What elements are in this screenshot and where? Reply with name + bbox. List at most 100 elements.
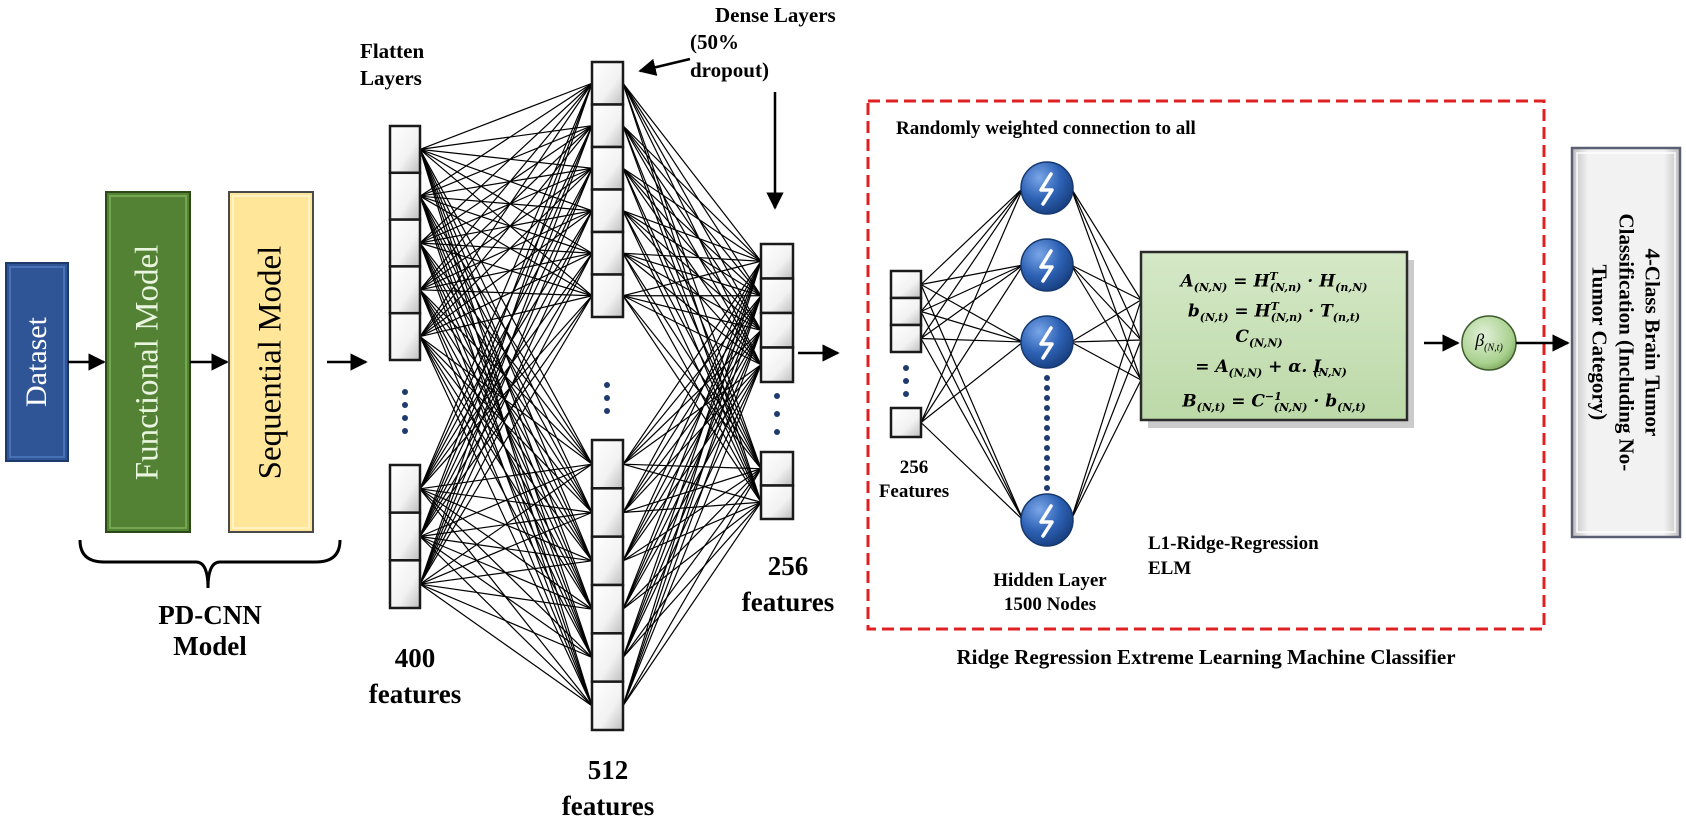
connection-line [419,148,593,254]
pd-cnn-model-label: PD-CNN Model [120,600,300,662]
output-line3: Tumor Category) [1587,264,1612,421]
connection-line [1070,341,1142,381]
dense-title-line1: Dense Layers [715,3,836,27]
connection-line [419,210,593,537]
connection-line [622,167,762,297]
connection-line [622,252,762,297]
sequential-label-wrap: Sequential Model [229,192,313,532]
connection-line [419,252,593,490]
connection-line [419,336,593,658]
equation-term: b [1187,301,1200,322]
connection-line [622,261,762,610]
flatten-feature-count: 400 features [355,640,475,713]
output-label-wrap: 4-Class Brain Tumor Classification (Incl… [1572,148,1680,537]
dense1-layer-cell [590,680,625,732]
equation-term: (n,N) [1335,281,1368,295]
connection-line [920,187,1024,339]
equation-line: A(N,N) = HT(N,n) · H(n,N) [1141,262,1407,295]
dense1-layer-cell [590,632,625,683]
connection-line [419,583,593,610]
hidden-layer-line1: Hidden Layer [993,570,1107,591]
connection-line [419,295,593,585]
connection-line [419,210,593,291]
connection-line [1070,299,1142,521]
dense2-layer-cell [759,242,795,280]
connection-line [622,295,762,513]
connection-line [419,167,593,537]
connection-line [622,329,762,513]
connection-line [622,295,762,707]
dense1-dot [604,395,610,401]
flatten-dot [402,402,408,408]
connection-line [622,167,762,262]
equation-term: (N,N) [1228,366,1263,380]
connection-lines [419,82,1142,707]
equation-box [1139,250,1414,428]
equation-term: (N,t) [1337,401,1366,415]
connection-line [419,336,593,562]
connection-line [419,336,593,707]
connection-line [419,125,593,291]
dense-annotation-arrow-left [638,57,691,76]
connection-line [622,260,762,465]
connection-line [622,252,762,470]
connection-line [622,468,762,514]
elm-input-layer-cell [889,269,923,300]
hidden-layer-dot [1044,405,1050,411]
connection-line [622,329,762,465]
connection-line [419,167,593,291]
elm-caption: Ridge Regression Extreme Learning Machin… [956,645,1456,669]
pd-cnn-line2: Model [173,631,247,662]
connection-line [1070,299,1142,343]
equation-term: (N,n) [1270,311,1303,325]
elm-input-layer-cell [889,323,923,354]
dense-title-line3: dropout) [690,57,769,82]
dataset-label: Dataset [20,317,53,407]
random-connection-note: Randomly weighted connection to all [896,118,1196,139]
hidden-layer-dot [1044,455,1050,461]
dense2-count: 256 [767,551,809,581]
flatten-dot [402,389,408,395]
connection-line [920,264,1024,286]
connection-line [622,260,762,513]
dense2-dot [774,429,780,435]
connection-line [622,468,762,707]
dense1-layer-cell [590,230,625,276]
dense2-unit: features [741,587,835,618]
equation-term: T [1270,300,1279,313]
connection-line [920,187,1024,285]
flatten-layer-cell [388,265,422,315]
functional-model-label: Functional Model [129,244,166,480]
connection-line [622,261,762,707]
connection-line [419,336,593,610]
connection-line [419,82,593,150]
hidden-layer-dot [1044,475,1050,481]
connection-line [920,311,1024,521]
dataset-label-wrap: Dataset [6,263,68,461]
connection-line [1070,187,1142,301]
connection-line [622,260,762,562]
flatten-unit: features [368,679,462,710]
elm-region-border [866,99,1546,631]
connection-line [622,82,762,262]
connection-line [419,167,593,338]
connection-line [419,83,593,585]
connection-line [622,125,762,262]
equation-term: = H [1227,271,1270,292]
flatten-layer-cell [388,171,422,221]
connection-line [622,330,762,707]
connection-line [622,468,762,562]
output-classification-box [1570,146,1682,539]
connection-line [419,125,593,150]
dense1-layer-cell [590,438,625,490]
equation-list: A(N,N) = HT(N,n) · H(n,N) b (N,t) = HT(N,n… [1141,262,1407,415]
connection-line [419,82,593,197]
dense1-layer-cell [590,60,625,106]
connection-line [419,167,593,197]
connection-line [622,295,762,658]
layer-cells [388,60,923,732]
connection-line [1070,187,1142,341]
connection-line [419,210,593,244]
connection-line [419,82,593,244]
